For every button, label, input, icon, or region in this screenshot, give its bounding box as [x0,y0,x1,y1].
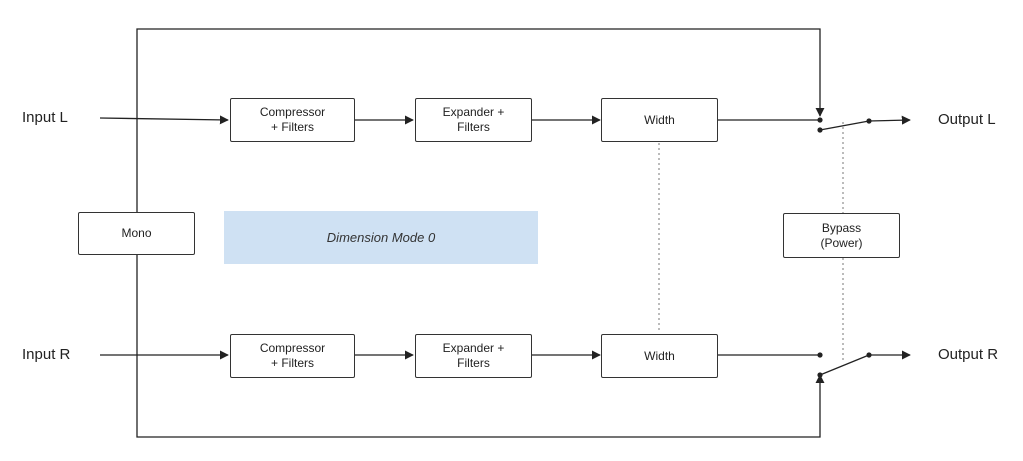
mono-block: Mono [78,212,195,255]
top-bypass-wire [136,28,825,212]
width-l-label: Width [644,112,675,127]
compressor-r-line-1: Compressor [259,341,326,355]
output-l-wire [868,115,911,125]
expander-r-line-2: Filters [457,356,490,370]
expander-l-line-2: Filters [457,120,490,134]
input-r-label: Input R [22,346,71,363]
dimension-mode-label: Dimension Mode 0 [326,230,436,245]
input-l-label: Input L [22,109,68,126]
bypass-line-1: Bypass [821,220,862,235]
expander-l-line-1: Expander + [442,105,505,119]
dimension-mode-banner: Dimension Mode 0 [224,211,538,264]
switch-l-arm [819,120,870,131]
width-l-block: Width [601,98,718,142]
output-l-label: Output L [938,111,996,128]
input-l-wire [99,115,229,125]
switch-r-arm [819,354,870,376]
width-r-label: Width [644,348,675,363]
compressor-l-line-1: Compressor [259,105,326,119]
compressor-filters-l-block: Compressor + Filters [230,98,355,142]
bypass-power-block: Bypass (Power) [783,213,900,258]
switch-r-contact-top [817,352,823,358]
bottom-bypass-wire [136,254,825,438]
expander-filters-r-block: Expander + Filters [415,334,532,378]
expander-filters-l-block: Expander + Filters [415,98,532,142]
switch-l-contact-bottom [817,117,823,123]
width-r-block: Width [601,334,718,378]
compressor-filters-r-block: Compressor + Filters [230,334,355,378]
compressor-r-line-2: + Filters [270,356,314,370]
compressor-l-line-2: + Filters [270,120,314,134]
bypass-line-2: (Power) [820,235,863,250]
mono-label: Mono [121,226,152,240]
expander-r-line-1: Expander + [442,341,505,355]
output-r-label: Output R [938,346,999,363]
